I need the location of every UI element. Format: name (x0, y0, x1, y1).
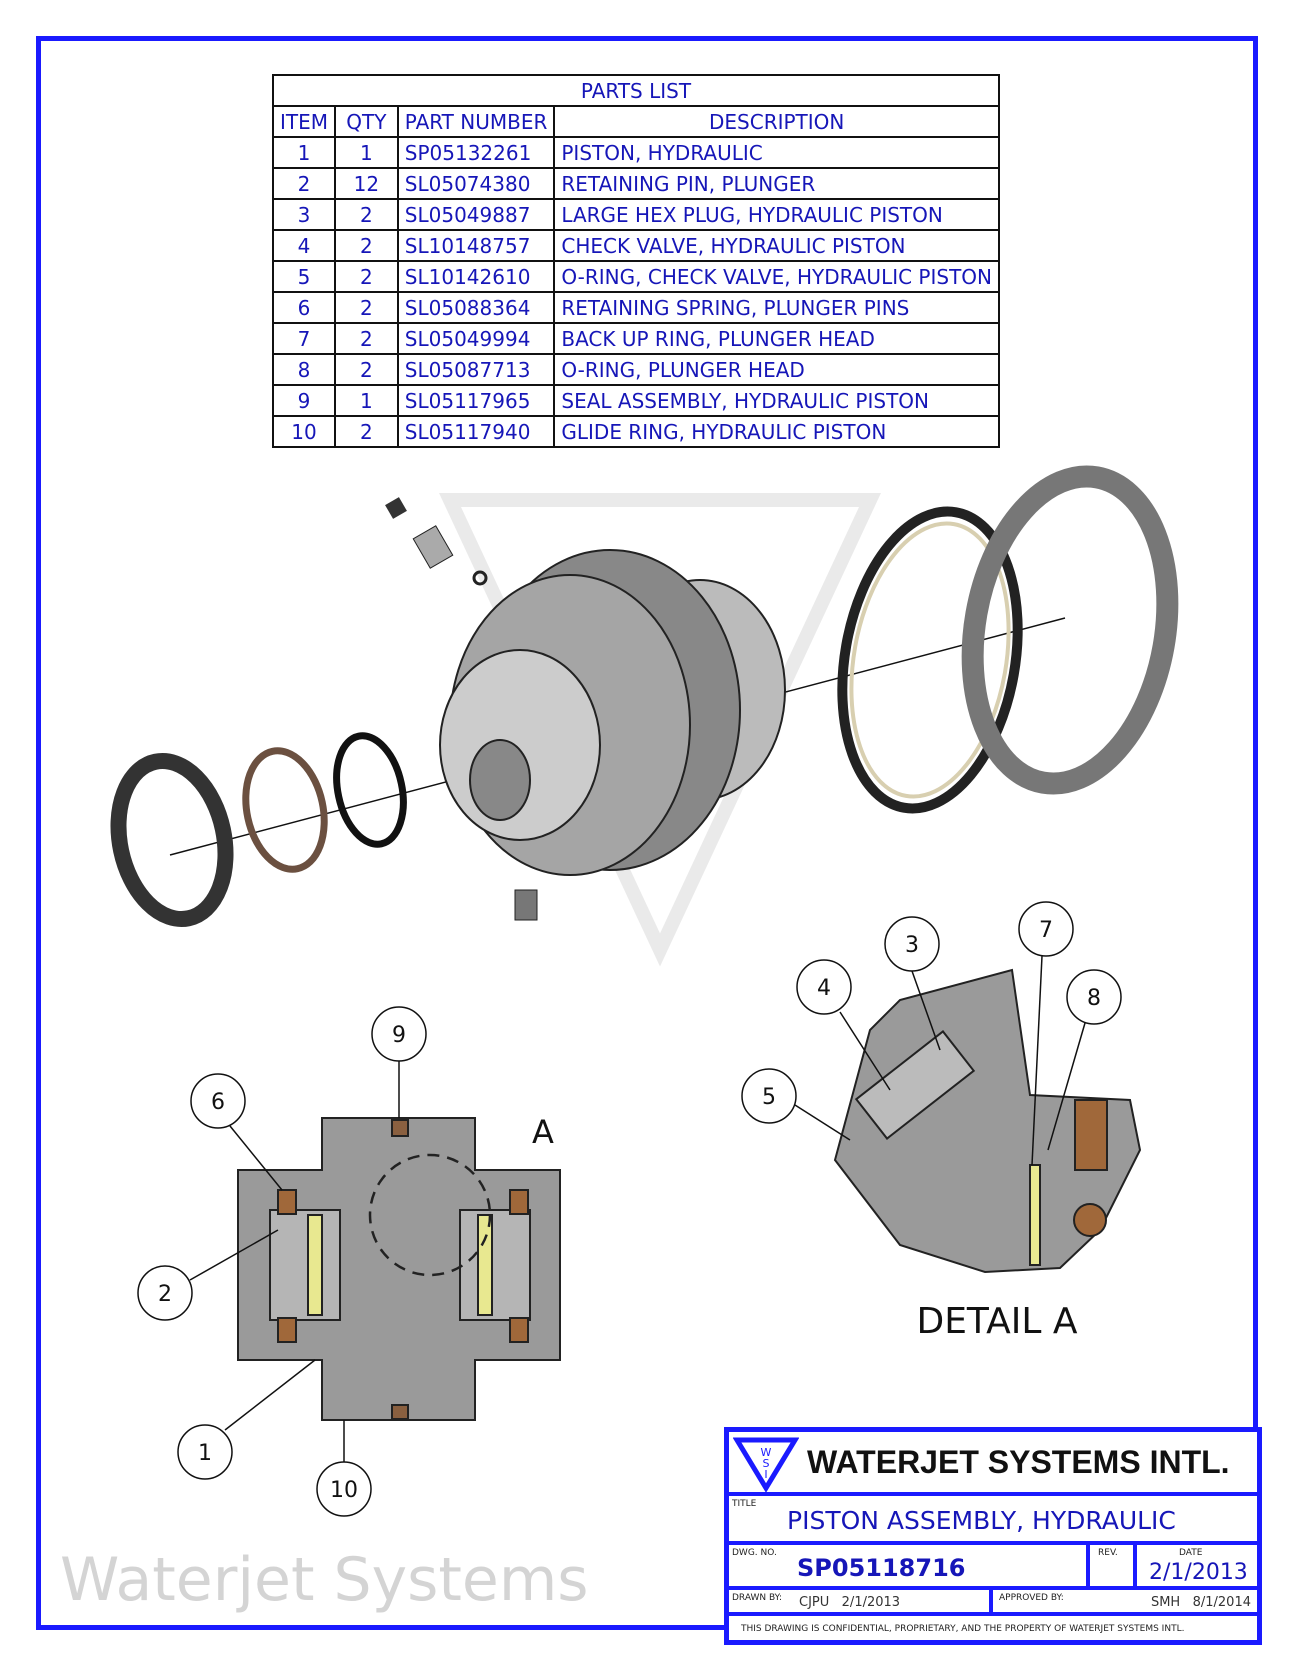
svg-text:S: S (763, 1457, 770, 1470)
header-description: DESCRIPTION (553, 105, 1000, 138)
cell-part-number: SL10142610 (396, 260, 556, 293)
detail-view (833, 968, 1142, 1274)
cell-qty: 2 (334, 229, 399, 262)
header-item: ITEM (271, 105, 337, 138)
balloon-4: 4 (817, 976, 831, 1001)
confidential-notice: THIS DRAWING IS CONFIDENTIAL, PROPRIETAR… (741, 1624, 1185, 1634)
approval-row: DRAWN BY: CJPU 2/1/2013 APPROVED BY: SMH… (729, 1590, 1257, 1616)
drawing-border (36, 36, 1258, 1630)
cell-item: 1 (271, 136, 337, 169)
title-row: TITLE PISTON ASSEMBLY, HYDRAULIC (729, 1496, 1257, 1545)
cell-part-number: SL05117965 (396, 384, 556, 417)
balloon-1: 1 (198, 1441, 212, 1466)
cell-part-number: SL05087713 (396, 353, 556, 386)
cell-description: GLIDE RING, HYDRAULIC PISTON (553, 415, 1000, 448)
dwg-row: DWG. NO. SP05118716 REV. DATE 2/1/2013 (729, 1545, 1257, 1590)
cell-qty: 12 (334, 167, 399, 200)
cell-qty: 1 (334, 384, 399, 417)
cell-description: O-RING, PLUNGER HEAD (553, 353, 1000, 386)
detail-label: DETAIL A (916, 1301, 1077, 1342)
cell-part-number: SL10148757 (396, 229, 556, 262)
balloon-10: 10 (330, 1478, 358, 1503)
balloons (137, 901, 1122, 1517)
cell-description: BACK UP RING, PLUNGER HEAD (553, 322, 1000, 355)
cell-qty: 2 (334, 291, 399, 324)
approved-by-label: APPROVED BY: (999, 1593, 1064, 1603)
drawn-by-label: DRAWN BY: (732, 1593, 782, 1603)
cell-qty: 2 (334, 322, 399, 355)
drawn-by: CJPU 2/1/2013 (799, 1595, 901, 1610)
dwg-label: DWG. NO. (732, 1548, 777, 1558)
parts-list-table: PARTS LIST ITEM QTY PART NUMBER DESCRIPT… (271, 74, 1000, 448)
cell-item: 3 (271, 198, 337, 231)
cell-item: 6 (271, 291, 337, 324)
cell-item: 10 (271, 415, 337, 448)
drawing-date: 2/1/2013 (1149, 1560, 1248, 1585)
section-view (237, 1117, 561, 1421)
company-row: W S I WATERJET SYSTEMS INTL. (729, 1432, 1257, 1496)
wsi-logo-icon: W S I (733, 1437, 799, 1492)
cell-description: SEAL ASSEMBLY, HYDRAULIC PISTON (553, 384, 1000, 417)
cell-item: 9 (271, 384, 337, 417)
svg-text:I: I (764, 1468, 767, 1481)
watermark-text: Waterjet Systems (60, 1545, 589, 1615)
balloon-9: 9 (392, 1023, 406, 1048)
cell-part-number: SL05074380 (396, 167, 556, 200)
date-label: DATE (1179, 1548, 1203, 1558)
cell-part-number: SL05049994 (396, 322, 556, 355)
svg-text:W: W (761, 1446, 772, 1459)
cell-part-number: SL05088364 (396, 291, 556, 324)
exploded-view (110, 465, 1179, 927)
cell-part-number: SL05049887 (396, 198, 556, 231)
cell-description: RETAINING PIN, PLUNGER (553, 167, 1000, 200)
cell-description: O-RING, CHECK VALVE, HYDRAULIC PISTON (553, 260, 1000, 293)
drawing-title: PISTON ASSEMBLY, HYDRAULIC (787, 1506, 1176, 1535)
balloon-6: 6 (211, 1090, 225, 1115)
parts-list-title: PARTS LIST (272, 74, 1000, 107)
balloon-8: 8 (1087, 986, 1101, 1011)
cell-qty: 1 (334, 136, 399, 169)
leader-lines (189, 955, 1086, 1462)
approved-by: SMH 8/1/2014 (1150, 1595, 1251, 1610)
balloon-7: 7 (1039, 918, 1053, 943)
cell-item: 7 (271, 322, 337, 355)
balloon-2: 2 (158, 1282, 172, 1307)
drawing-number: SP05118716 (797, 1554, 966, 1582)
section-label: A (532, 1113, 554, 1151)
cell-item: 4 (271, 229, 337, 262)
cell-description: RETAINING SPRING, PLUNGER PINS (553, 291, 1000, 324)
cell-qty: 2 (334, 198, 399, 231)
balloon-3: 3 (905, 933, 919, 958)
title-label: TITLE (732, 1499, 757, 1509)
rev-label: REV. (1098, 1548, 1118, 1558)
cell-qty: 2 (334, 415, 399, 448)
cell-description: CHECK VALVE, HYDRAULIC PISTON (553, 229, 1000, 262)
cell-description: PISTON, HYDRAULIC (553, 136, 1000, 169)
company-name: WATERJET SYSTEMS INTL. (807, 1444, 1230, 1480)
balloon-5: 5 (762, 1085, 776, 1110)
cell-part-number: SP05132261 (396, 136, 556, 169)
cell-item: 5 (271, 260, 337, 293)
cell-description: LARGE HEX PLUG, HYDRAULIC PISTON (553, 198, 1000, 231)
cell-qty: 2 (334, 353, 399, 386)
cell-item: 8 (271, 353, 337, 386)
header-qty: QTY (334, 105, 399, 138)
cell-qty: 2 (334, 260, 399, 293)
cell-part-number: SL05117940 (396, 415, 556, 448)
cell-item: 2 (271, 167, 337, 200)
header-part-number: PART NUMBER (396, 105, 556, 138)
title-block: W S I WATERJET SYSTEMS INTL. TITLE PISTO… (724, 1427, 1262, 1645)
